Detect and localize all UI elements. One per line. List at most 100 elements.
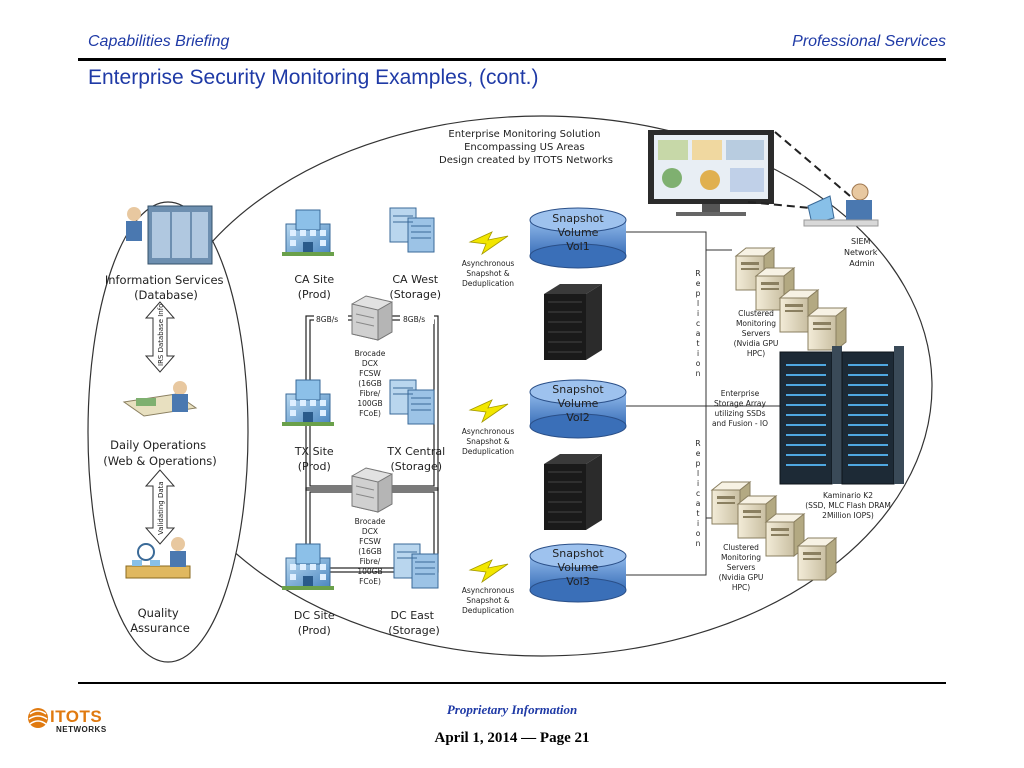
- cluster1-l4: HPC): [747, 349, 765, 358]
- siem-admin-icon: [803, 183, 879, 227]
- caption-line-3: Design created by ITOTS Networks: [439, 155, 613, 166]
- storage-array-l1: Storage Array: [714, 399, 766, 408]
- cluster1-l1: Monitoring: [736, 319, 776, 328]
- tx-site-building-icon: [281, 379, 335, 427]
- cluster2-l0: Clustered: [723, 543, 759, 552]
- replication-letter: i: [697, 479, 699, 488]
- dc-east-storage-icon: [393, 543, 439, 589]
- replication-letter: c: [696, 319, 700, 328]
- cluster-server-1d-icon: [807, 307, 847, 351]
- async1-l2: Deduplication: [462, 279, 514, 288]
- cluster2-l2: Servers: [727, 563, 756, 572]
- async1-l0: Asynchronous: [462, 259, 515, 268]
- logo-subtitle: NETWORKS: [56, 725, 107, 734]
- snapshot-volume-vol1: [529, 207, 627, 269]
- cluster2-l1: Monitoring: [721, 553, 761, 562]
- replication-letter: c: [696, 489, 700, 498]
- dc-site-line-2: (Prod): [298, 624, 331, 637]
- brocade1-l5: 100GB: [357, 399, 382, 408]
- ca-site-building-icon: [281, 209, 335, 257]
- async2-l0: Asynchronous: [462, 427, 515, 436]
- storage-array-l2: utilizing SSDs: [714, 409, 765, 418]
- qa-line-2: Assurance: [130, 621, 190, 635]
- replication-letter: i: [697, 349, 699, 358]
- replication-letter: o: [696, 359, 701, 368]
- monitor-icon: [648, 130, 774, 216]
- ca-site-line-1: CA Site: [294, 273, 334, 286]
- replication-letter: e: [696, 449, 701, 458]
- itots-logo-icon: [28, 708, 48, 728]
- replication-letter: i: [697, 519, 699, 528]
- brocade1-l3: (16GB: [358, 379, 381, 388]
- async3-l2: Deduplication: [462, 606, 514, 615]
- kaminario-l2: 2Million IOPS): [822, 511, 874, 520]
- cluster1-l0: Clustered: [738, 309, 774, 318]
- vol3-l0: Snapshot: [552, 547, 604, 560]
- dc-east-line-2: (Storage): [388, 624, 440, 637]
- header-right-label: Professional Services: [792, 33, 946, 50]
- brocade2-l6: FCoE): [359, 577, 381, 586]
- dc-site-building-icon: [281, 543, 335, 591]
- replication-letter: o: [696, 529, 701, 538]
- async2-l2: Deduplication: [462, 447, 514, 456]
- footer-proprietary: Proprietary Information: [446, 702, 578, 717]
- svg-text:SIEM Network Admin: SIEM Network Admin: [844, 237, 880, 268]
- tx-site-line-2: (Prod): [298, 460, 331, 473]
- kaminario-l1: (SSD, MLC Flash DRAM: [805, 501, 891, 510]
- double-arrow-1: [144, 301, 176, 373]
- tx-central-storage-icon: [389, 379, 435, 425]
- brocade1-l4: Fibre/: [360, 389, 381, 398]
- replication-letter: n: [696, 539, 701, 548]
- qa-line-1: Quality: [138, 606, 179, 620]
- storage-array-l0: Enterprise: [721, 389, 760, 398]
- async1-l1: Snapshot &: [466, 269, 509, 278]
- replication-letter: e: [696, 279, 701, 288]
- logo-name: ITOTS: [50, 707, 103, 726]
- info-services-line-1: Information Services: [105, 273, 224, 287]
- brocade2-l2: FCSW: [359, 537, 381, 546]
- header-left-label: Capabilities Briefing: [88, 33, 230, 50]
- brocade1-l6: FCoE): [359, 409, 381, 418]
- tx-central-line-2: (Storage): [390, 460, 442, 473]
- async3-l1: Snapshot &: [466, 596, 509, 605]
- siem-line-1: SIEM: [851, 237, 870, 246]
- replication-letter: p: [696, 459, 701, 468]
- cluster1-l2: Servers: [742, 329, 771, 338]
- ca-west-line-1: CA West: [392, 273, 438, 286]
- lightning-3-icon: [469, 559, 509, 583]
- svg-text:CA Site (Prod) CA West: CA Site (Prod) CA West (Storage) TX Site…: [294, 273, 449, 637]
- storage-array-l3: and Fusion - IO: [712, 419, 768, 428]
- brocade2-l4: Fibre/: [360, 557, 381, 566]
- replication-letter: i: [697, 309, 699, 318]
- link-speed-right: 8GB/s: [403, 315, 425, 324]
- daily-operations-icon: [122, 381, 198, 417]
- lightning-2-icon: [469, 399, 509, 423]
- vblock-1-icon: [543, 283, 603, 361]
- siem-line-3: Admin: [849, 259, 875, 268]
- kaminario-l0: Kaminario K2: [823, 491, 873, 500]
- svg-text:Daily Operations (Web & Op: Daily Operations (Web & Operations): [103, 438, 217, 468]
- cluster2-l3: (Nvidia GPU: [719, 573, 764, 582]
- daily-ops-line-2: (Web & Operations): [103, 454, 217, 468]
- brocade1-l2: FCSW: [359, 369, 381, 378]
- brocade1-l1: DCX: [362, 359, 378, 368]
- replication-letter: R: [695, 269, 700, 278]
- vol2-l1: Volume: [558, 397, 599, 410]
- brocade-switch-1-icon: [351, 295, 393, 341]
- double-arrow-2: [144, 469, 176, 545]
- async2-l1: Snapshot &: [466, 437, 509, 446]
- svg-text:Kaminario K2(SSD, MLC Flash DR: Kaminario K2(SSD, MLC Flash DRAM2Million…: [805, 491, 891, 520]
- brocade2-l3: (16GB: [358, 547, 381, 556]
- daily-ops-line-1: Daily Operations: [110, 438, 206, 452]
